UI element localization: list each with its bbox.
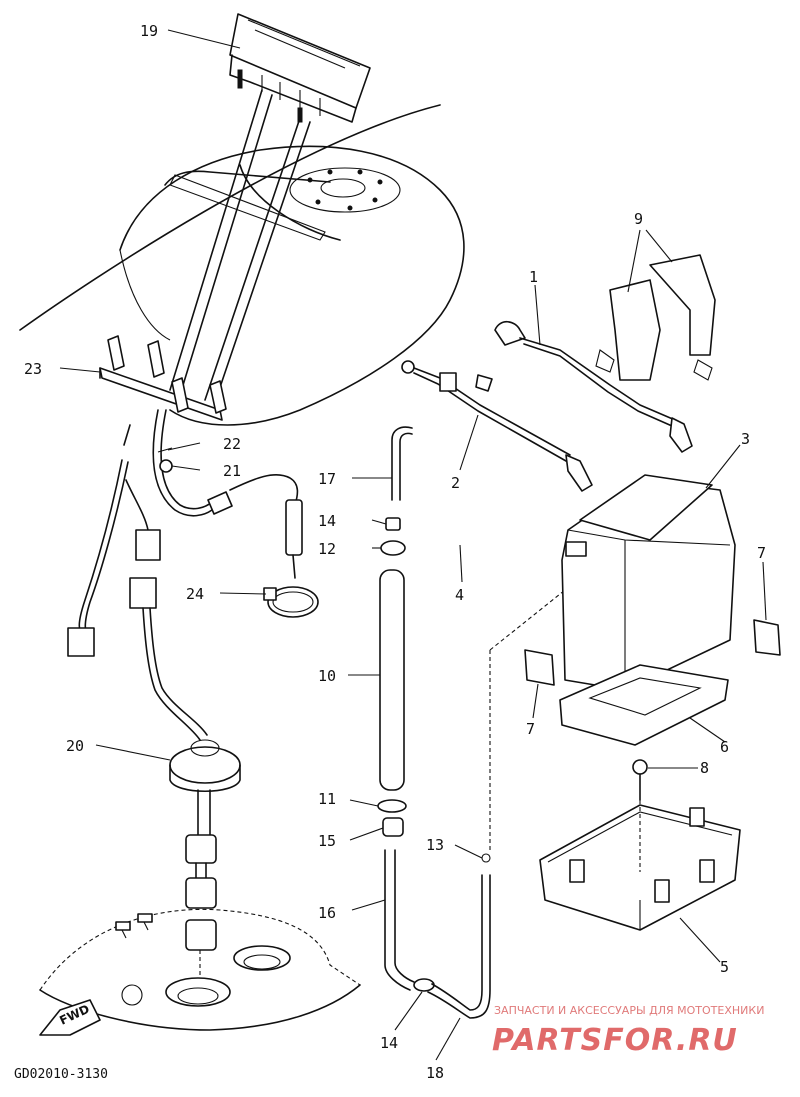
callout-19: 19 — [140, 22, 158, 40]
leader-lines — [59, 29, 767, 1061]
callout-17: 17 — [318, 470, 336, 488]
speedometer-gear — [169, 739, 241, 990]
meter-assembly — [169, 13, 371, 403]
callout-24: 24 — [186, 585, 204, 603]
wiring-left — [67, 424, 208, 741]
battery — [524, 474, 781, 746]
callout-4: 4 — [455, 586, 464, 604]
callout-20: 20 — [66, 737, 84, 755]
callout-14-lower: 14 — [380, 1034, 398, 1052]
watermark-brand: PARTSFOR.RU — [492, 1023, 738, 1058]
breather-parts — [377, 426, 566, 1019]
callout-15: 15 — [318, 832, 336, 850]
diagram-code: GD02010-3130 — [14, 1067, 108, 1082]
callout-9: 9 — [634, 210, 643, 228]
callout-2: 2 — [451, 474, 460, 492]
callout-14-upper: 14 — [318, 512, 336, 530]
callout-8: 8 — [700, 759, 709, 777]
callout-7-right: 7 — [757, 544, 766, 562]
bracket — [99, 335, 227, 421]
callout-13: 13 — [426, 836, 444, 854]
callout-5: 5 — [720, 958, 729, 976]
lower-panel: FWD — [39, 908, 361, 1036]
callout-11: 11 — [318, 790, 336, 808]
callout-numbers: 19 23 22 21 24 20 17 14 12 10 11 15 16 1… — [24, 22, 766, 1082]
battery-box — [539, 759, 741, 931]
callout-18: 18 — [426, 1064, 444, 1082]
callout-12: 12 — [318, 540, 336, 558]
watermark-tagline: ЗАПЧАСТИ И АКСЕССУАРЫ ДЛЯ МОТОТЕХНИКИ — [494, 1004, 764, 1017]
fuel-tank — [19, 104, 465, 426]
callout-16: 16 — [318, 904, 336, 922]
hoses-left — [152, 409, 319, 618]
callout-3: 3 — [741, 430, 750, 448]
callout-6: 6 — [720, 738, 729, 756]
battery-leads — [401, 254, 716, 492]
callout-1: 1 — [529, 268, 538, 286]
callout-22: 22 — [223, 435, 241, 453]
callout-7-left: 7 — [526, 720, 535, 738]
callout-21: 21 — [223, 462, 241, 480]
callout-10: 10 — [318, 667, 336, 685]
callout-23: 23 — [24, 360, 42, 378]
